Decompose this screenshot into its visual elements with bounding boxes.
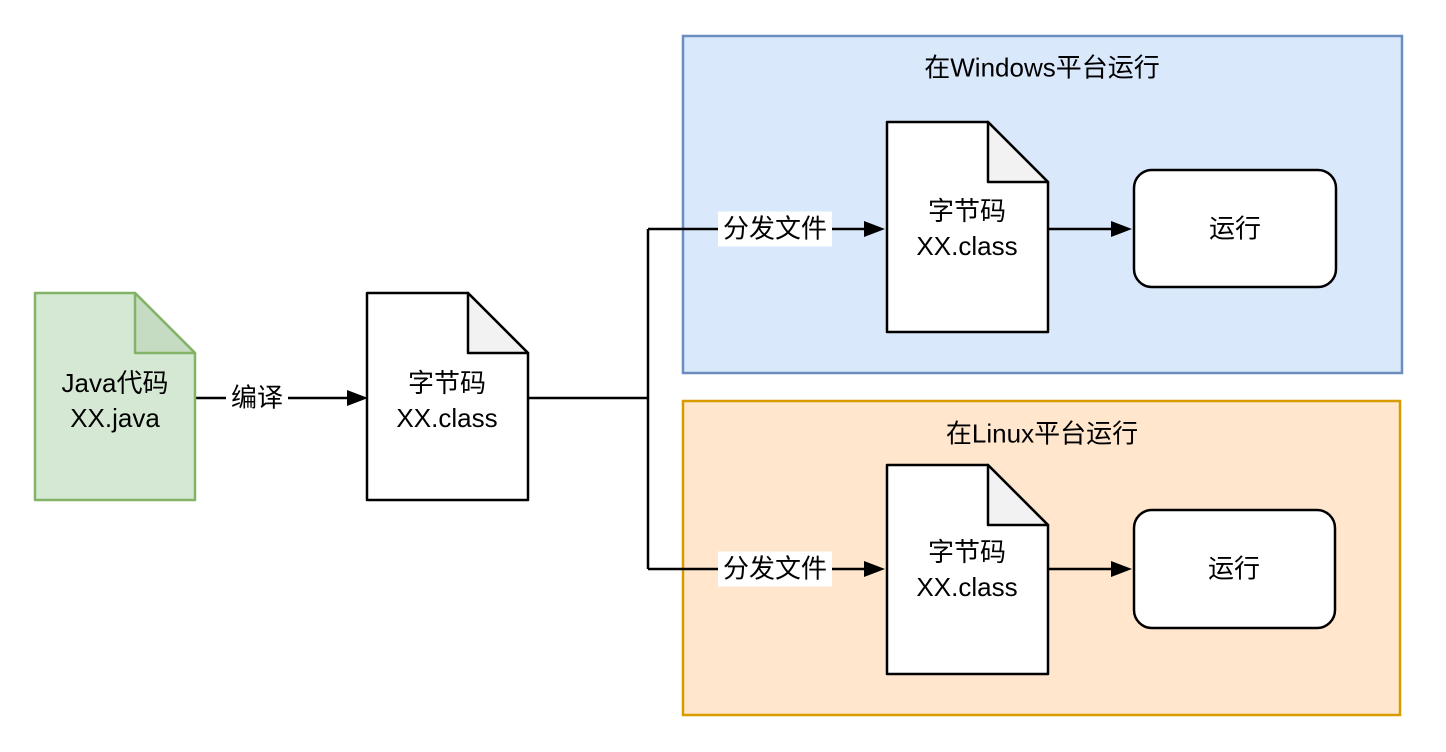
- windows-platform-title: 在Windows平台运行: [924, 52, 1160, 83]
- linux-run-label: 运行: [1207, 553, 1261, 584]
- linux-bytecode-doc-fold: [986, 463, 1050, 527]
- windows-run-arrowhead: [1111, 221, 1132, 237]
- linux-bytecode-label: 字节码 XX.class: [916, 537, 1018, 602]
- linux-run-node-box: [1132, 508, 1337, 630]
- bytecode-doc-fold: [466, 291, 530, 355]
- windows-bytecode-doc-fold: [986, 120, 1050, 184]
- windows-bytecode-label: 字节码 XX.class: [916, 196, 1018, 261]
- windows-run-label: 运行: [1208, 213, 1262, 244]
- compile-edge-label: 编译: [225, 380, 289, 416]
- compile-arrowhead: [347, 390, 368, 406]
- java-source-doc-fold: [133, 291, 197, 355]
- bytecode-label: 字节码 XX.class: [396, 368, 498, 433]
- java-source-label: Java代码 XX.java: [61, 368, 169, 433]
- windows-run-node-box: [1132, 168, 1338, 289]
- distribute-windows-arrowhead: [864, 221, 885, 237]
- distribute-linux-arrowhead: [864, 561, 885, 577]
- linux-platform-title: 在Linux平台运行: [945, 418, 1139, 449]
- distribute-windows-edge-label: 分发文件: [717, 211, 833, 247]
- linux-run-arrowhead: [1111, 561, 1132, 577]
- distribute-linux-edge-label: 分发文件: [717, 551, 833, 587]
